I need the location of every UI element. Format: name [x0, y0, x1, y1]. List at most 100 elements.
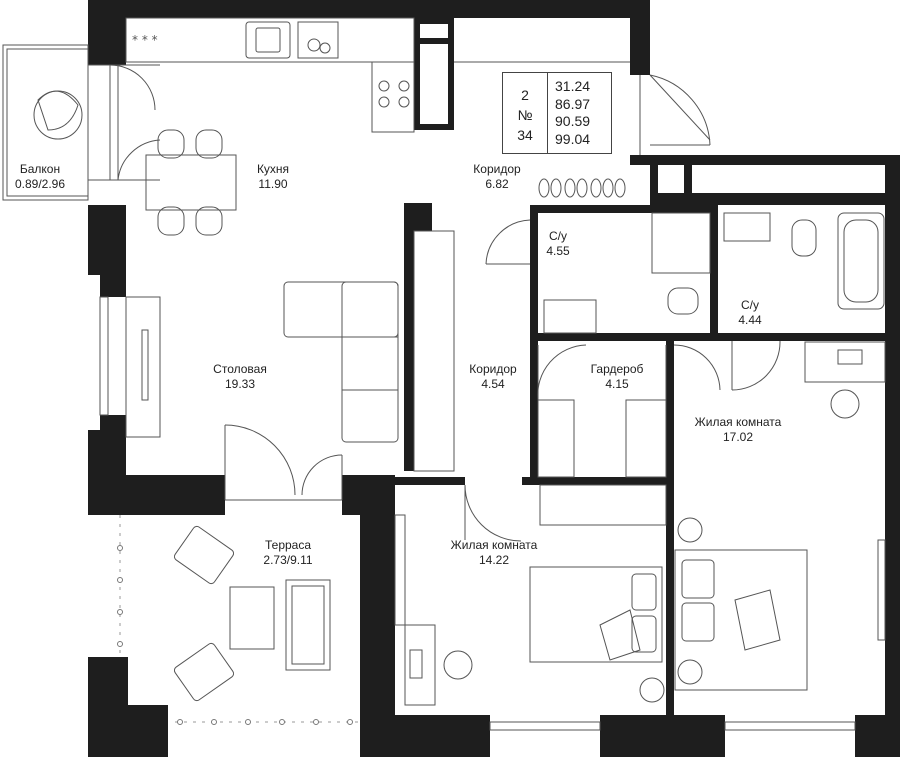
wall — [88, 205, 126, 275]
balcony-chair — [37, 90, 79, 131]
room-area: 6.82 — [485, 177, 509, 191]
door-swing — [485, 219, 531, 265]
blanket — [599, 609, 641, 661]
area-value: 31.24 — [555, 78, 591, 94]
room-label-dining: Столовая 19.33 — [213, 362, 267, 392]
office-chair — [443, 650, 473, 680]
door-leaf — [649, 74, 711, 141]
door-swing — [109, 64, 156, 111]
toilet — [791, 219, 817, 257]
room-label-bathroom-1: С/у 4.55 — [546, 229, 569, 259]
wall — [414, 18, 454, 24]
room-name: Кухня — [256, 162, 290, 176]
walls — [88, 0, 900, 757]
room-label-bedroom-right: Жилая комната 17.02 — [695, 415, 782, 445]
room-name: Коридор — [473, 162, 521, 176]
armchair — [173, 642, 235, 702]
wall — [88, 430, 126, 475]
window — [99, 296, 109, 416]
bed — [674, 549, 808, 691]
nightstand — [639, 677, 665, 703]
blanket — [734, 589, 781, 651]
burner — [398, 80, 410, 92]
room-area: 4.55 — [546, 244, 570, 258]
room-label-corridor-top: Коридор 6.82 — [473, 162, 520, 192]
shelf — [625, 399, 667, 478]
wardrobe-unit — [539, 484, 667, 526]
bathtub-inner — [843, 219, 879, 303]
area-value: 86.97 — [555, 95, 591, 112]
wall — [650, 165, 658, 205]
area-value: 90.59 — [555, 113, 591, 129]
tv-stand — [125, 296, 161, 438]
wall — [395, 477, 465, 485]
wall — [530, 205, 715, 213]
room-area: 4.54 — [481, 377, 505, 391]
desk — [404, 624, 436, 706]
dish — [319, 42, 331, 54]
door-swing — [301, 454, 343, 496]
bathtub — [543, 299, 597, 334]
window — [877, 539, 886, 641]
shelf — [537, 399, 575, 478]
wall — [414, 124, 454, 130]
door-swing — [673, 344, 721, 391]
sofa — [341, 281, 399, 443]
room-area: 17.02 — [722, 430, 754, 444]
window — [489, 721, 601, 731]
window — [724, 721, 856, 731]
thin-lines — [2, 17, 886, 731]
wall — [414, 18, 420, 130]
wall — [88, 18, 126, 65]
wall — [448, 18, 454, 130]
wall — [522, 477, 670, 485]
sink — [245, 21, 291, 59]
room-label-kitchen: Кухня 11.90 — [257, 162, 289, 192]
chair — [157, 129, 185, 159]
wall — [88, 475, 225, 515]
pillow — [681, 559, 715, 599]
room-area: 11.90 — [258, 177, 288, 191]
monitor — [837, 349, 863, 365]
wall — [885, 165, 900, 757]
room-area: 14.22 — [478, 553, 510, 567]
apartment-info-box: 2 № 34 31.24 86.97 90.59 99.04 — [502, 72, 612, 154]
chair — [157, 206, 185, 236]
shoe-rack — [538, 178, 626, 198]
balcony-outline — [6, 48, 89, 197]
room-label-balcony: Балкон 0.89/2.96 — [15, 162, 65, 192]
info-left-column: 2 № 34 — [503, 73, 548, 153]
wall — [342, 475, 395, 515]
dishwasher — [297, 21, 339, 59]
door-swing — [537, 344, 587, 401]
sink — [723, 212, 771, 242]
burner — [378, 96, 390, 108]
door-swing — [649, 74, 711, 146]
wall — [404, 231, 414, 471]
monitor — [409, 649, 423, 679]
room-area: 0.89/2.96 — [14, 177, 66, 191]
door-swing — [464, 484, 522, 542]
toilet — [667, 287, 699, 315]
room-name: Балкон — [19, 162, 61, 176]
bench-seat — [291, 585, 325, 665]
area-value: 99.04 — [555, 130, 591, 147]
room-area: 19.33 — [224, 377, 256, 391]
room-area: 4.15 — [605, 377, 629, 391]
wall — [692, 193, 885, 205]
kitchen-counter — [125, 17, 415, 63]
nightstand — [677, 517, 703, 543]
terrace-railing — [119, 515, 360, 723]
room-area: 4.44 — [738, 313, 762, 327]
wall — [404, 203, 432, 231]
room-label-wardrobe: Гардероб 4.15 — [591, 362, 644, 392]
wall — [684, 165, 692, 205]
dining-table — [145, 154, 237, 211]
desk — [804, 341, 886, 383]
kitchen-counter — [371, 61, 415, 133]
wall — [360, 715, 490, 757]
wall — [650, 193, 692, 205]
wall — [530, 333, 720, 341]
bed — [529, 566, 663, 663]
